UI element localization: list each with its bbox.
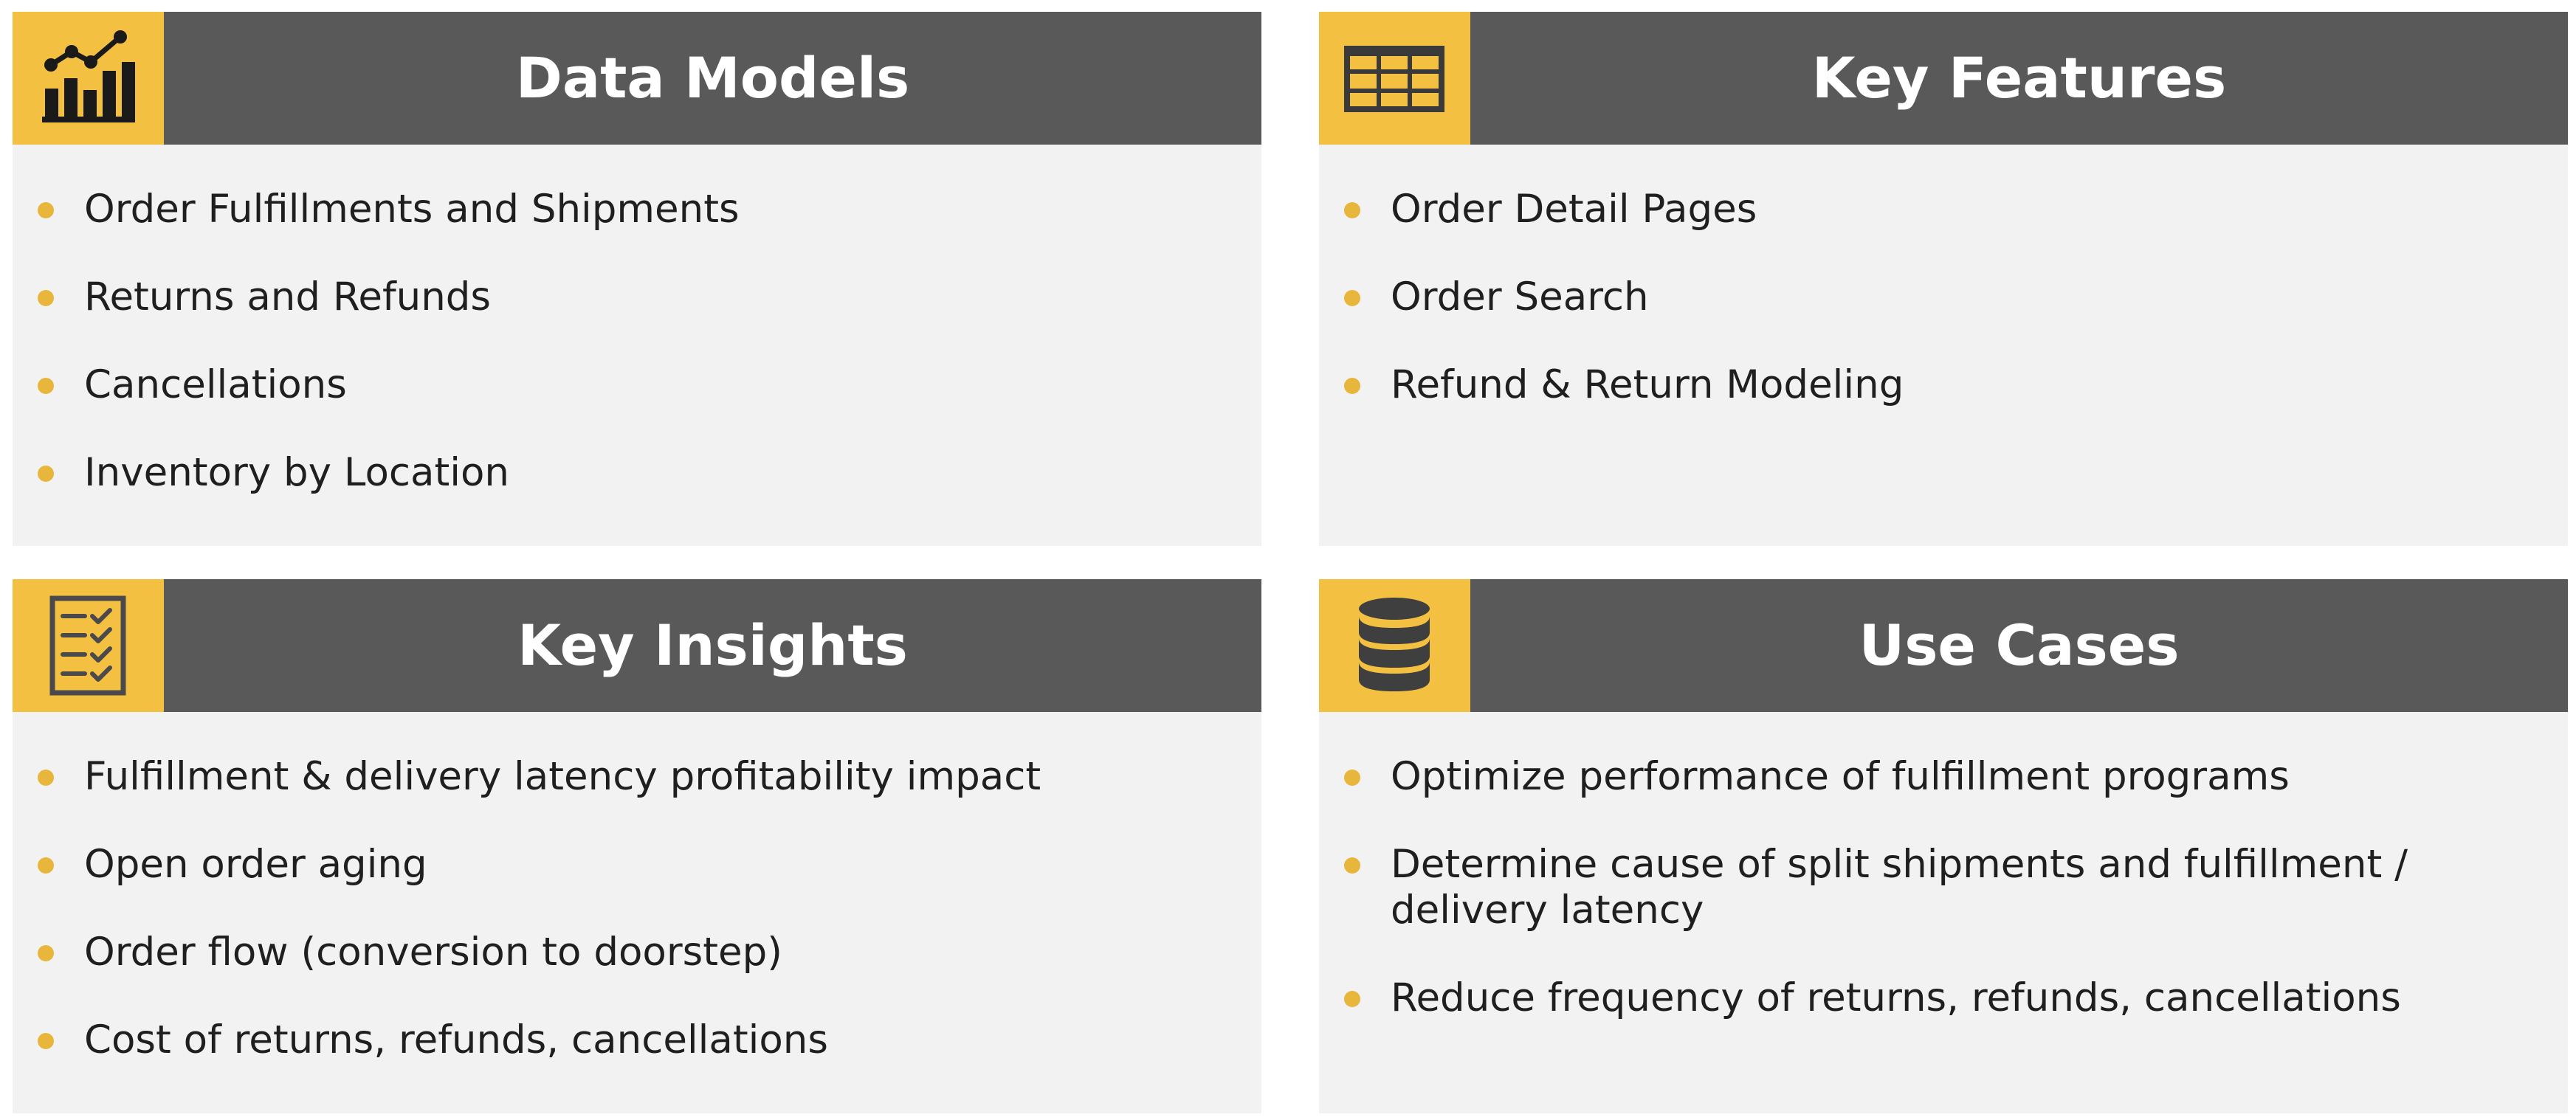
list-item-text: Order Fulfillments and Shipments (84, 187, 740, 232)
list-item: Order Search (1319, 274, 2568, 320)
list-item-text: Refund & Return Modeling (1391, 362, 1904, 407)
key-features-card: Key Features Order Detail Pages Order Se… (1319, 12, 2568, 546)
bullet-icon (38, 202, 54, 218)
list-item-text: Returns and Refunds (84, 274, 492, 319)
list-item-text: Determine cause of split shipments and f… (1391, 842, 2408, 933)
checklist-icon (49, 595, 126, 696)
list-item: Optimize performance of fulfillment prog… (1319, 754, 2568, 800)
bullet-icon (1344, 378, 1360, 394)
list-item-text: Cancellations (84, 362, 347, 407)
data-models-card: Data Models Order Fulfillments and Shipm… (13, 12, 1261, 546)
bullet-icon (1344, 202, 1360, 218)
list-item: Order Fulfillments and Shipments (13, 187, 1261, 232)
card-header: Key Insights (13, 579, 1261, 712)
list-item-text: Order flow (conversion to doorstep) (84, 930, 782, 975)
card-list: Optimize performance of fulfillment prog… (1319, 712, 2568, 1021)
bullet-icon (1344, 290, 1360, 306)
list-item-text: Open order aging (84, 842, 427, 887)
bullet-icon (38, 466, 54, 482)
icon-box (1319, 579, 1470, 712)
card-list: Order Fulfillments and Shipments Returns… (13, 145, 1261, 496)
list-item-text: Order Search (1391, 274, 1649, 319)
list-item: Cancellations (13, 362, 1261, 408)
list-item-text: Order Detail Pages (1391, 187, 1757, 232)
use-cases-card: Use Cases Optimize performance of fulfil… (1319, 579, 2568, 1113)
list-item-text: Inventory by Location (84, 450, 510, 495)
database-icon (1359, 598, 1430, 691)
card-header: Key Features (1319, 12, 2568, 145)
card-title: Data Models (515, 45, 910, 111)
card-list: Fulfillment & delivery latency profitabi… (13, 712, 1261, 1063)
icon-box (13, 12, 164, 145)
bullet-icon (38, 945, 54, 961)
list-item-text: Fulfillment & delivery latency profitabi… (84, 754, 1041, 799)
icon-box (13, 579, 164, 712)
card-title: Use Cases (1859, 612, 2180, 678)
bullet-icon (38, 290, 54, 306)
bullet-icon (38, 770, 54, 786)
list-item: Fulfillment & delivery latency profitabi… (13, 754, 1261, 800)
icon-box (1319, 12, 1470, 145)
bullet-icon (1344, 991, 1360, 1007)
bullet-icon (38, 378, 54, 394)
list-item-text: Reduce frequency of returns, refunds, ca… (1391, 975, 2401, 1020)
list-item: Returns and Refunds (13, 274, 1261, 320)
bullet-icon (1344, 857, 1360, 874)
card-header: Use Cases (1319, 579, 2568, 712)
list-item: Refund & Return Modeling (1319, 362, 2568, 408)
list-item: Cost of returns, refunds, cancellations (13, 1017, 1261, 1063)
list-item: Open order aging (13, 842, 1261, 888)
list-item-text: Optimize performance of fulfillment prog… (1391, 754, 2290, 799)
bullet-icon (1344, 770, 1360, 786)
key-insights-card: Key Insights Fulfillment & delivery late… (13, 579, 1261, 1113)
card-header: Data Models (13, 12, 1261, 145)
bar-chart-trend-icon (42, 30, 135, 122)
table-grid-icon (1344, 46, 1444, 112)
card-title: Key Insights (517, 612, 908, 678)
list-item: Reduce frequency of returns, refunds, ca… (1319, 975, 2568, 1021)
bullet-icon (38, 1033, 54, 1049)
card-list: Order Detail Pages Order Search Refund &… (1319, 145, 2568, 408)
list-item-text: Cost of returns, refunds, cancellations (84, 1017, 829, 1062)
bullet-icon (38, 857, 54, 874)
list-item: Order flow (conversion to doorstep) (13, 930, 1261, 975)
list-item: Inventory by Location (13, 450, 1261, 496)
list-item: Determine cause of split shipments and f… (1319, 842, 2568, 933)
card-title: Key Features (1811, 45, 2227, 111)
list-item: Order Detail Pages (1319, 187, 2568, 232)
